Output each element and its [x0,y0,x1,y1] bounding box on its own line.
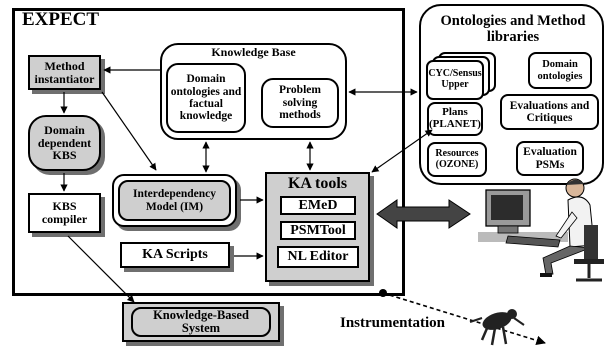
kbs-compiler-box: KBS compiler [28,193,101,233]
kbs-system-label: Knowledge-Based System [153,307,249,335]
evaluations-label: Evaluations and Critiques [509,99,590,124]
evaluation-psms-box: Evaluation PSMs [516,141,584,176]
method-instantiator-box: Method instantiator [28,55,101,90]
method-instantiator-label: Method instantiator [34,58,95,86]
kb-problem-solving-label: Problem solving methods [279,84,321,122]
cyc-sensus-label: CYC/Sensus Upper [428,68,482,90]
psmtool-box: PSMTool [280,221,356,240]
cyc-sensus-box: CYC/Sensus Upper [426,60,484,100]
evaluation-psms-label: Evaluation PSMs [523,146,577,171]
evaluations-box: Evaluations and Critiques [500,94,599,130]
plans-label: Plans (PLANET) [429,106,481,130]
interdependency-model-label: Interdependency Model (IM) [132,188,217,213]
monitor-icon [485,189,531,227]
ka-tools-title: KA tools [287,175,348,192]
nl-editor-box: NL Editor [277,246,359,268]
emed-label: EMeD [298,197,338,213]
resources-label: Resources (OZONE) [435,147,479,170]
kb-domain-ontologies-box: Domain ontologies and factual knowledge [166,63,246,133]
interdependency-model-inner: Interdependency Model (IM) [118,180,231,221]
emed-box: EMeD [280,196,356,215]
expect-title: EXPECT [22,9,100,30]
ka-scripts-label: KA Scripts [142,247,208,263]
psmtool-label: PSMTool [290,222,346,238]
knowledge-base-title: Knowledge Base [211,45,296,59]
kbs-system-inner: Knowledge-Based System [131,307,271,337]
keyboard-icon [505,235,561,248]
domain-dependent-kbs-label: Domain dependent KBS [37,122,92,163]
domain-dependent-kbs-box: Domain dependent KBS [28,115,101,171]
plans-box: Plans (PLANET) [427,102,483,136]
domain-ontologies-box: Domain ontologies [528,52,592,89]
ontologies-title: Ontologies and Method libraries [440,13,586,45]
resources-box: Resources (OZONE) [427,142,487,177]
user-at-computer-illustration [478,178,604,282]
instrumentation-figure-icon [469,309,525,346]
instrumentation-label: Instrumentation [340,315,446,331]
ka-scripts-box: KA Scripts [120,242,230,268]
nl-editor-label: NL Editor [287,249,349,265]
kb-problem-solving-box: Problem solving methods [261,78,339,128]
kbs-compiler-label: KBS compiler [41,199,88,226]
kb-domain-ontologies-label: Domain ontologies and factual knowledge [170,73,242,123]
domain-ontologies-label: Domain ontologies [537,59,583,82]
